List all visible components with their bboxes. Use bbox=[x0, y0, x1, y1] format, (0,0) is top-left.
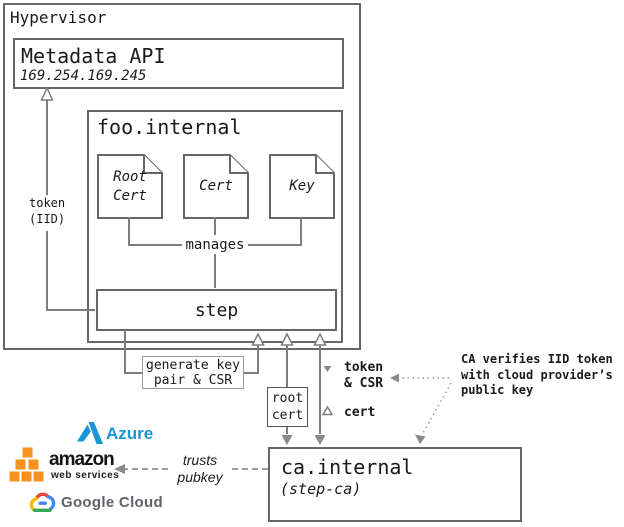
ca-internal-title: ca.internal bbox=[281, 455, 414, 479]
token-iid-label: token (IID) bbox=[26, 195, 73, 231]
ca-verifies-note: CA verifies IID token with cloud provide… bbox=[461, 352, 613, 397]
document-icon bbox=[183, 154, 249, 219]
foo-internal-label: foo.internal bbox=[97, 115, 242, 139]
azure-label: Azure bbox=[106, 423, 154, 443]
arrowhead-down-ca-2 bbox=[314, 435, 326, 445]
hypervisor-label: Hypervisor bbox=[10, 8, 107, 27]
root-cert-document: Root Cert bbox=[97, 154, 163, 219]
arrowhead-down-verify bbox=[415, 434, 426, 444]
aws-logo: amazon web services bbox=[9, 443, 119, 488]
google-cloud-label: Google Cloud bbox=[61, 493, 163, 511]
azure-logo: Azure bbox=[77, 422, 153, 445]
aws-icon bbox=[9, 446, 45, 483]
ca-internal-box: ca.internal (step-ca) bbox=[268, 447, 522, 522]
cert-document: Cert bbox=[183, 154, 249, 219]
root-cert-label: root cert bbox=[267, 387, 308, 427]
cert-direction-up-icon bbox=[321, 405, 334, 416]
document-icon bbox=[97, 154, 163, 219]
manages-label: manages bbox=[182, 236, 248, 254]
trusts-pubkey-label: trusts pubkey bbox=[172, 445, 228, 493]
arrowhead-left-verify bbox=[390, 373, 399, 383]
ca-internal-subtitle: (step-ca) bbox=[280, 480, 362, 498]
token-csr-direction-down-icon bbox=[323, 366, 332, 372]
dotted-line-verify-ca bbox=[422, 382, 452, 434]
google-cloud-logo: Google Cloud bbox=[27, 490, 163, 514]
google-cloud-icon bbox=[29, 492, 56, 512]
document-icon bbox=[269, 154, 335, 219]
key-document: Key bbox=[269, 154, 335, 219]
cert-label: cert bbox=[344, 405, 376, 420]
aws-sublabel: web services bbox=[51, 470, 120, 481]
cert-doc-label: Cert bbox=[199, 178, 233, 195]
generate-key-csr-label: generate key pair & CSR bbox=[142, 356, 244, 389]
metadata-api-ip: 169.254.169.245 bbox=[20, 68, 147, 84]
azure-icon bbox=[77, 422, 103, 444]
metadata-api-box: Metadata API 169.254.169.245 bbox=[13, 38, 344, 89]
root-cert-doc-label: Root Cert bbox=[113, 169, 147, 204]
aws-label: amazon bbox=[49, 449, 115, 470]
token-csr-label: token & CSR bbox=[344, 360, 384, 391]
metadata-api-title: Metadata API bbox=[21, 44, 166, 68]
arrowhead-down-ca-1 bbox=[281, 435, 293, 445]
key-doc-label: Key bbox=[289, 178, 315, 195]
step-label: step bbox=[194, 299, 239, 321]
step-box: step bbox=[96, 289, 337, 331]
